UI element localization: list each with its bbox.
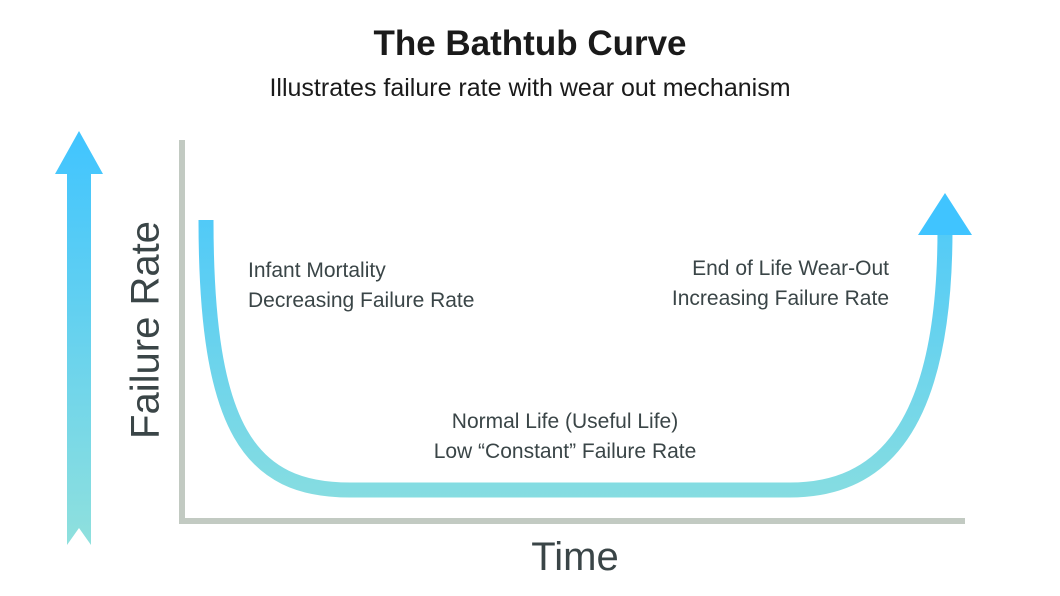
page-title: The Bathtub Curve xyxy=(373,24,687,63)
wearout-line1: End of Life Wear-Out xyxy=(692,257,889,280)
normal-line2: Low “Constant” Failure Rate xyxy=(433,440,697,463)
y-axis-label: Failure Rate xyxy=(123,221,168,439)
x-axis-label: Time xyxy=(531,535,619,579)
bathtub-curve xyxy=(198,219,953,498)
subtitle: Illustrates failure rate with wear out m… xyxy=(269,74,791,102)
normal-line1: Normal Life (Useful Life) xyxy=(451,410,679,433)
y-axis-line xyxy=(179,140,965,524)
curve-arrowhead xyxy=(918,193,972,235)
infant-line1: Infant Mortality xyxy=(248,259,386,282)
infant-mortality-label: Infant Mortality Decreasing Failure Rate xyxy=(248,256,474,316)
infant-line2: Decreasing Failure Rate xyxy=(248,289,475,312)
normal-life-label: Normal Life (Useful Life) Low “Constant”… xyxy=(0,407,1060,467)
wearout-line2: Increasing Failure Rate xyxy=(671,287,889,310)
failure-rate-arrow xyxy=(55,131,103,545)
wear-out-label: End of Life Wear-Out Increasing Failure … xyxy=(672,254,889,314)
